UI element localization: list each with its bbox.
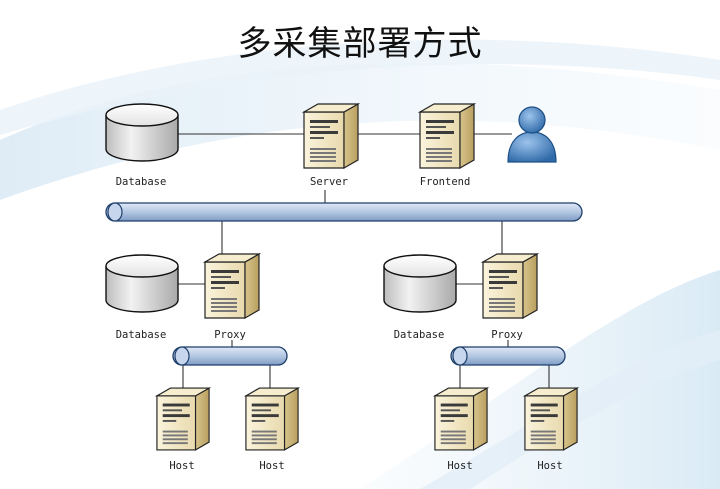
left-host-1-icon [156,387,210,451]
top-frontend-label: Frontend [419,176,471,188]
top-database-label: Database [115,176,167,188]
right-proxy-label: Proxy [491,329,523,341]
left-proxy-icon [204,253,260,319]
main-network-bus [105,202,583,222]
right-host-2-label: Host [537,460,563,472]
top-server-icon [303,103,359,169]
right-network-bus [450,346,566,366]
right-host-1-label: Host [447,460,473,472]
user-icon [507,106,557,163]
left-database-icon [105,254,179,313]
frontend-server-icon [419,103,475,169]
right-database-label: Database [393,329,445,341]
left-host-1-label: Host [169,460,195,472]
connection-lines [178,133,550,388]
page-title: 多采集部署方式 [237,24,483,64]
right-database-icon [383,254,457,313]
right-host-2-icon [524,387,578,451]
right-host-1-icon [434,387,488,451]
top-database-icon [105,103,179,162]
top-server-label: Server [310,176,348,188]
left-network-bus [172,346,288,366]
left-proxy-label: Proxy [214,329,246,341]
left-host-2-icon [245,387,299,451]
left-host-2-label: Host [259,460,285,472]
right-proxy-icon [482,253,538,319]
left-database-label: Database [115,329,167,341]
